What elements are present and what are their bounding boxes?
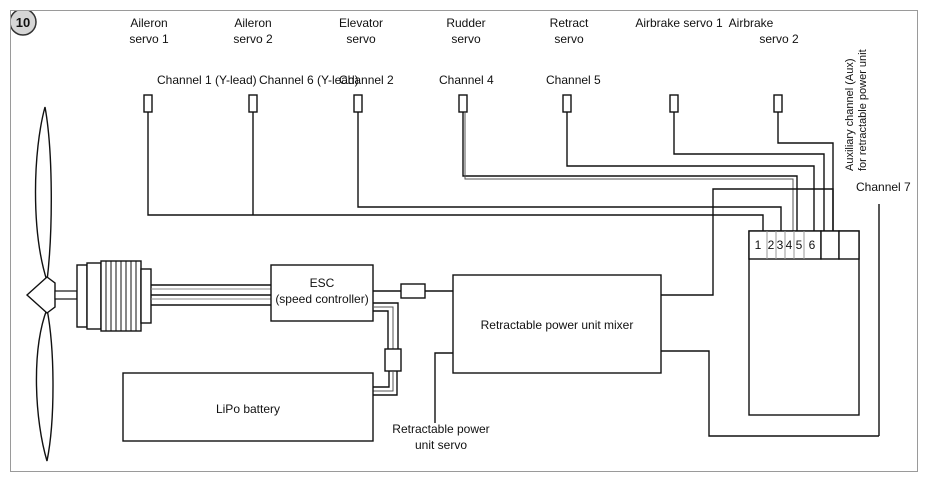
port-label-5: 5: [796, 238, 803, 252]
servo-connector-1: [143, 94, 153, 113]
esc-battery-lead: [373, 302, 402, 396]
rpu-servo-label-line1: Retractable power: [392, 422, 489, 436]
motor-icon: [76, 260, 152, 332]
channel-4-label: Channel 4: [439, 73, 494, 87]
esc-mixer-lead: [373, 283, 453, 299]
servo-1-title-line2: servo 1: [129, 32, 169, 46]
esc-box: [270, 264, 374, 322]
channel-1-label: Channel 1 (Y-lead): [157, 73, 257, 87]
servo-3-title-line2: servo: [346, 32, 376, 46]
motor-esc-wires: [151, 284, 271, 306]
port-label-3: 3: [777, 238, 784, 252]
servo-connector-2: [248, 94, 258, 113]
channel-5-label: Channel 5: [546, 73, 601, 87]
receiver-port-aux: [838, 230, 860, 260]
channel-6-label: Channel 6 (Y-lead): [259, 73, 359, 87]
servo-1-title-line1: Aileron: [130, 16, 167, 30]
mixer-label: Retractable power unit mixer: [481, 318, 634, 332]
servo-wires: [147, 112, 880, 436]
diagram-frame: 10 Aileron servo 1 Aileron servo 2 Eleva…: [9, 8, 918, 472]
servo-2-title-line2: servo 2: [233, 32, 273, 46]
esc-label-line2: (speed controller): [275, 292, 368, 306]
servo-7-title-line1: Airbrake: [729, 16, 774, 30]
servo-connector-7: [773, 94, 783, 113]
aux-label-line1: Auxiliary channel (Aux): [844, 59, 856, 172]
battery-box: [122, 372, 374, 442]
servo-connector-5: [562, 94, 572, 113]
channel-2-label: Channel 2: [339, 73, 394, 87]
lipo-battery: LiPo battery: [122, 372, 374, 442]
rpu-mixer: Retractable power unit mixer: [452, 274, 662, 374]
battery-label: LiPo battery: [216, 402, 280, 416]
esc-label-line1: ESC: [310, 276, 335, 290]
servo-5-title-line2: servo: [554, 32, 584, 46]
rpu-servo-label-line2: unit servo: [415, 438, 467, 452]
port-label-1: 1: [755, 238, 762, 252]
wiring-diagram: 10 Aileron servo 1 Aileron servo 2 Eleva…: [9, 8, 911, 462]
servo-connector-6: [669, 94, 679, 113]
port-label-2: 2: [768, 238, 775, 252]
servo-connector-4: [458, 94, 468, 113]
servo-6-title-line1: Airbrake servo 1: [635, 16, 723, 30]
receiver-port-7: [820, 230, 840, 260]
figure-number-badge: 10: [9, 8, 37, 36]
servo-5-title-line1: Retract: [550, 16, 589, 30]
servo-connector-3: [353, 94, 363, 113]
mixer-wires: [434, 188, 879, 437]
port-label-4: 4: [786, 238, 793, 252]
propeller-icon: [25, 106, 78, 462]
servo-4-title-line1: Rudder: [446, 16, 485, 30]
mixer-box: [452, 274, 662, 374]
servo-4-title-line2: servo: [451, 32, 481, 46]
aux-label-line2: for retractable power unit: [857, 49, 869, 171]
servo-3-title-line1: Elevator: [339, 16, 383, 30]
servo-7-title-line2: servo 2: [759, 32, 799, 46]
servo-2-title-line1: Aileron: [234, 16, 271, 30]
channel-7-label: Channel 7: [856, 180, 911, 194]
receiver: 1 2 3 4 5 6: [748, 230, 860, 416]
port-label-6: 6: [809, 238, 816, 252]
figure-number: 10: [16, 15, 30, 30]
esc: ESC (speed controller): [270, 264, 374, 322]
